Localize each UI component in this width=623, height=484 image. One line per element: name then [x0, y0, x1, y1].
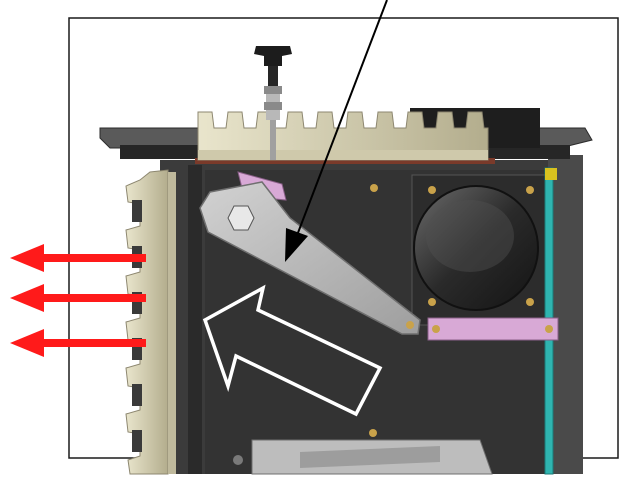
exhaust-arrow [10, 329, 146, 357]
pink-lower-bracket [427, 317, 559, 341]
fan-icon [411, 174, 547, 326]
pointer-arrow [285, 0, 388, 262]
bolt-icon [526, 186, 534, 194]
lever-plate [199, 181, 421, 335]
bolt-icon [428, 298, 436, 306]
exhaust-arrow [10, 244, 146, 272]
side-heat-sink [125, 169, 176, 475]
bolt-icon [428, 186, 436, 194]
exhaust-arrow [10, 284, 146, 312]
exhaust-arrows [10, 244, 146, 357]
lower-mount [251, 439, 493, 475]
airflow-arrow [202, 284, 383, 417]
knob-icon [254, 46, 292, 160]
bolt-icon [526, 298, 534, 306]
